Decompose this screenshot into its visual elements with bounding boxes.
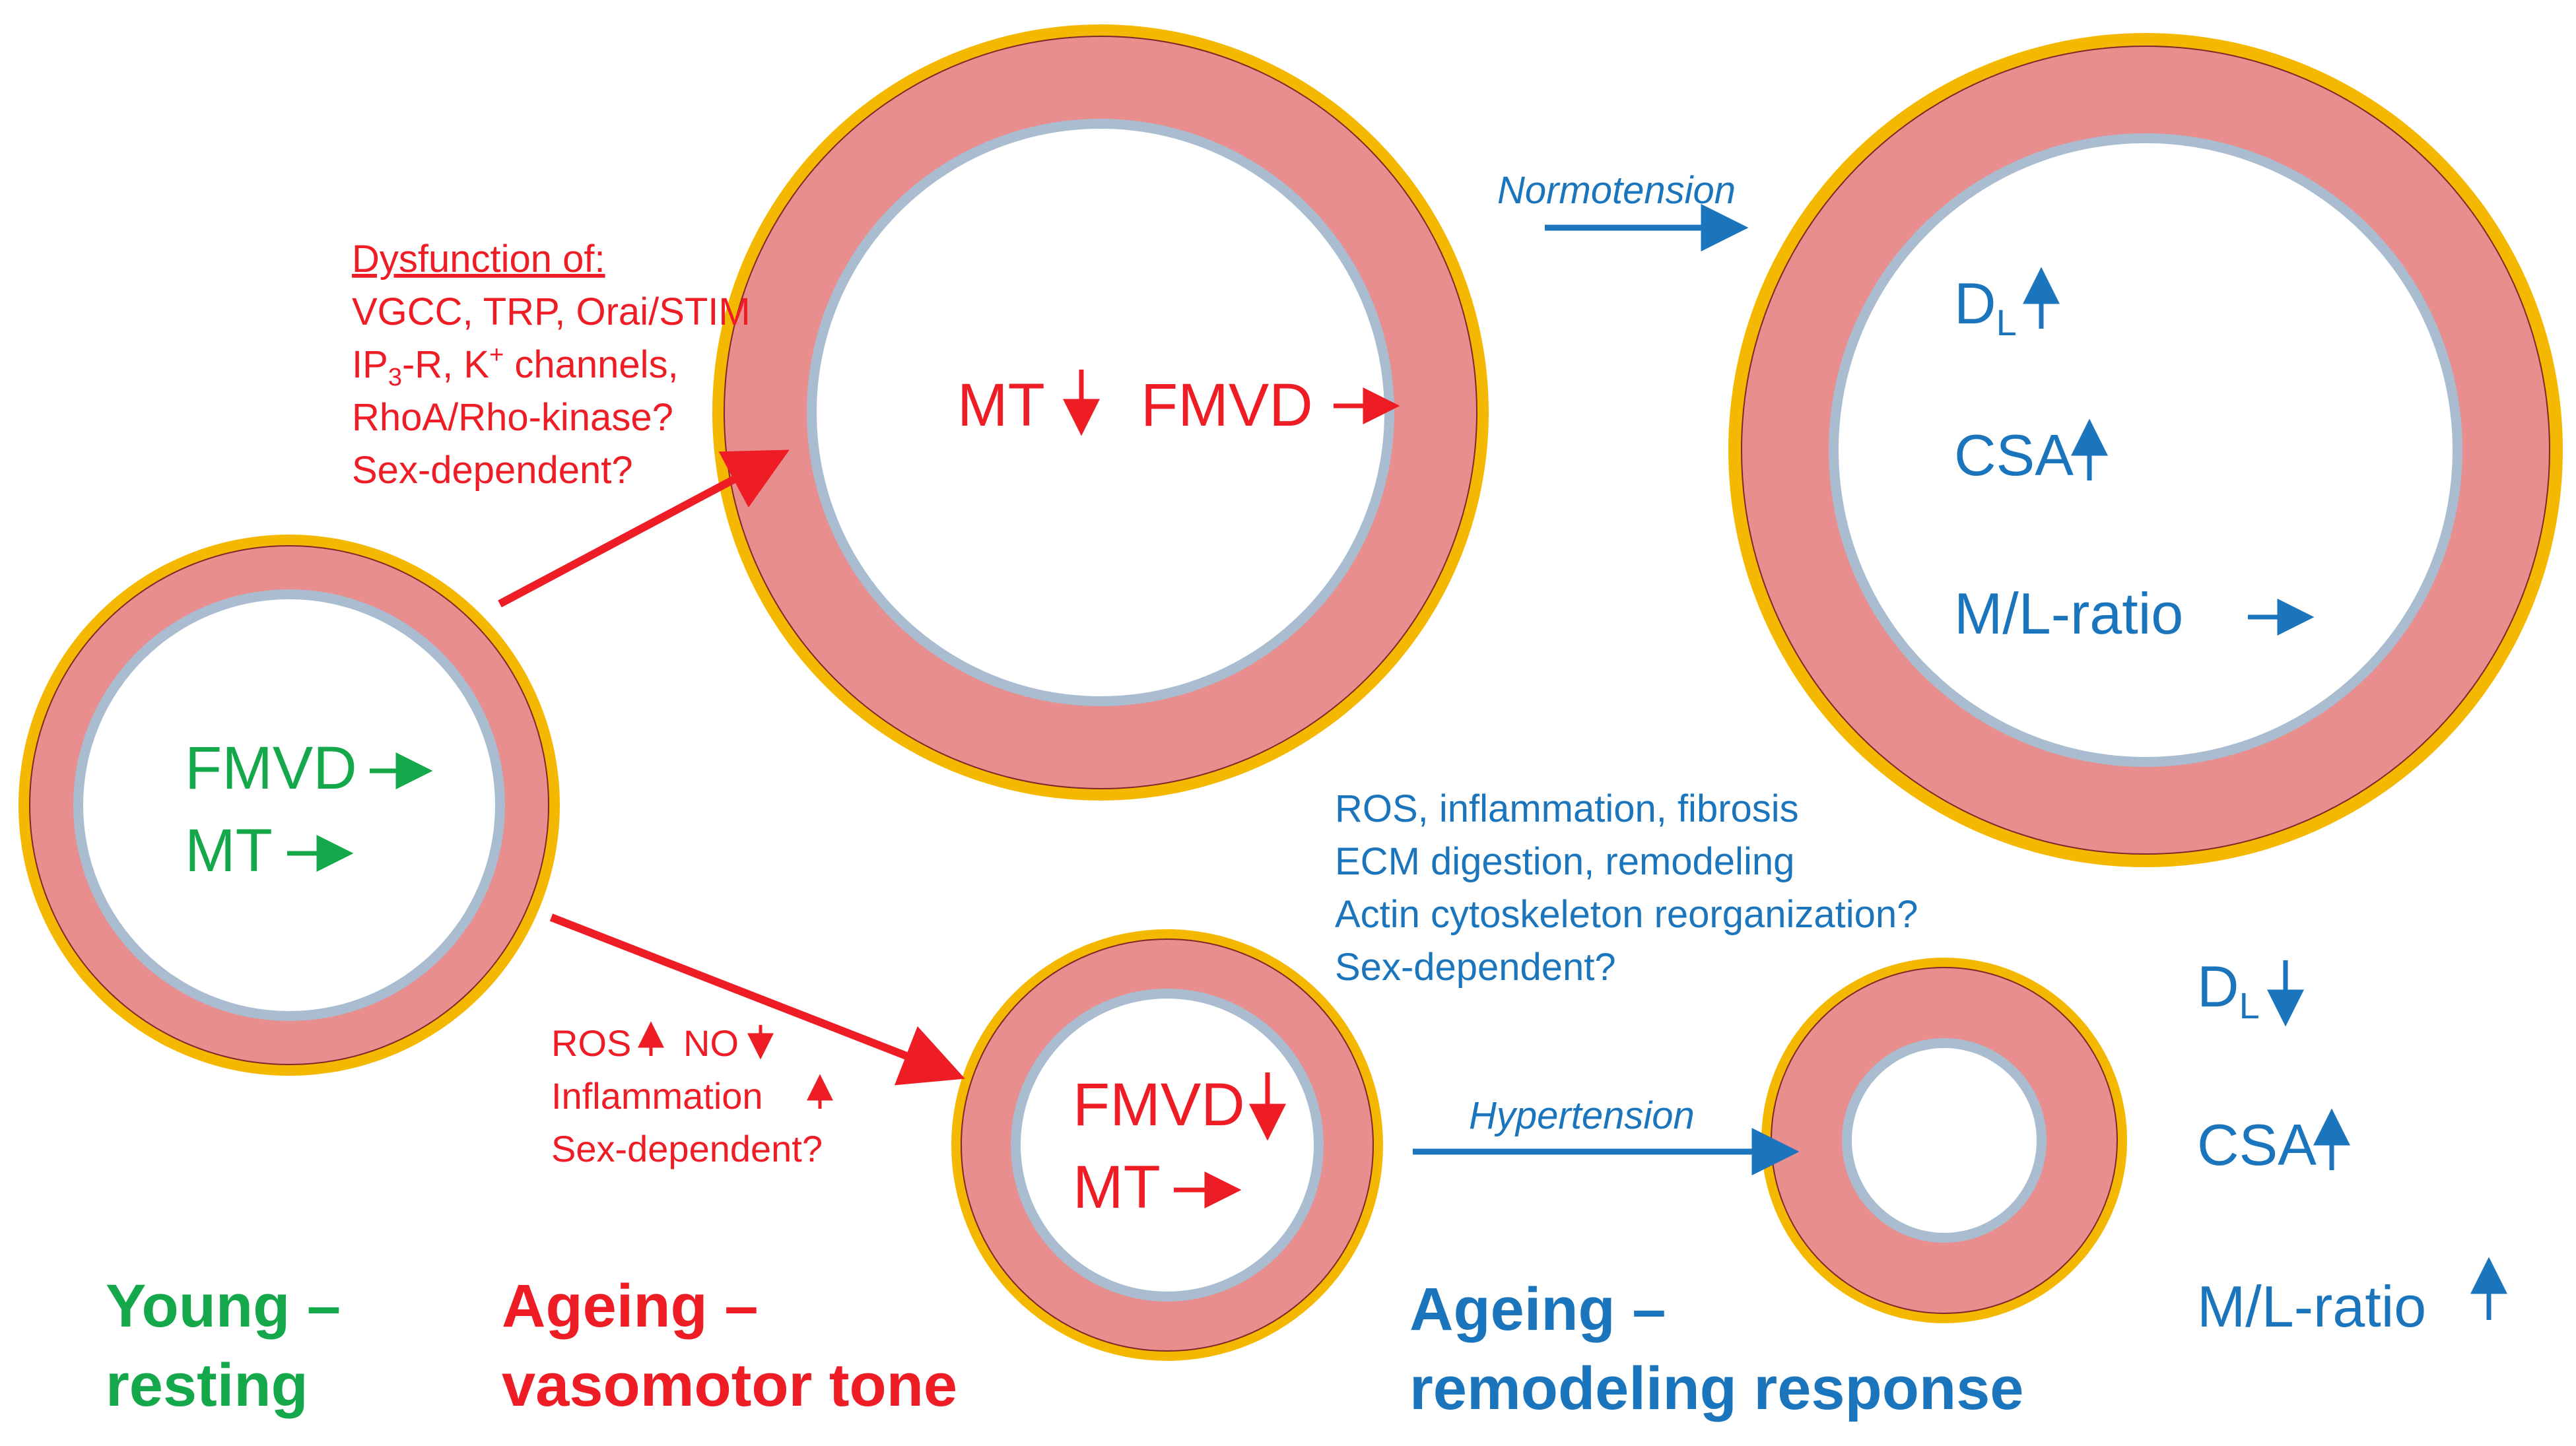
normotension-metrics: DL CSA M/L-ratio — [1954, 267, 2315, 646]
normo-csa-label: CSA — [1954, 422, 2074, 488]
remodeling-title-line1: Ageing – — [1409, 1276, 1666, 1343]
section-title-remodeling: Ageing – remodeling response — [1409, 1276, 2023, 1422]
vessel-ageing-tone-lower — [951, 929, 1383, 1361]
normo-dl-label: DL — [1954, 271, 2017, 343]
upper-factor-line4: Sex-dependent? — [352, 449, 633, 492]
upper-fmvd-label: FMVD — [1141, 372, 1313, 439]
remodeling-factor-2: ECM digestion, remodeling — [1335, 840, 1794, 883]
hyper-dl-label: DL — [2197, 954, 2260, 1026]
remodeling-factor-4: Sex-dependent? — [1335, 946, 1616, 989]
vessel-young — [18, 535, 560, 1076]
remodeling-title-line2: remodeling response — [1409, 1355, 2023, 1422]
lower-factor-list: ROS NO Inflammation Sex-dependent? — [551, 1021, 833, 1169]
vessel-remodeling-hypertension — [1761, 958, 2127, 1323]
upper-factor-line3: RhoA/Rho-kinase? — [352, 396, 673, 439]
upper-factor-line1: VGCC, TRP, Orai/STIM — [352, 290, 751, 333]
normotension-label: Normotension — [1497, 169, 1736, 212]
hypertension-metrics: DL CSA M/L-ratio — [2197, 954, 2507, 1339]
vessel-ageing-tone-upper — [712, 24, 1489, 801]
section-title-ageing-tone: Ageing – vasomotor tone — [502, 1272, 957, 1419]
arrow-young-to-lower — [549, 913, 965, 1086]
hyper-csa-label: CSA — [2197, 1112, 2317, 1177]
young-fmvd-label: FMVD — [185, 735, 357, 802]
lower-factor-sex: Sex-dependent? — [551, 1128, 823, 1169]
hyper-ml-label: M/L-ratio — [2197, 1274, 2426, 1339]
normo-ml-label: M/L-ratio — [1954, 581, 2183, 646]
lower-factor-inflammation: Inflammation — [551, 1075, 763, 1117]
lower-factor-ros: ROS — [551, 1022, 631, 1064]
young-title-line2: resting — [106, 1352, 308, 1419]
hypertension-label: Hypertension — [1469, 1094, 1695, 1137]
remodeling-factor-1: ROS, inflammation, fibrosis — [1335, 787, 1799, 830]
ageing-tone-title-line2: vasomotor tone — [502, 1352, 957, 1419]
remodeling-factor-list: ROS, inflammation, fibrosis ECM digestio… — [1335, 787, 1918, 989]
lower-factor-no: NO — [683, 1022, 739, 1064]
arrow-young-to-upper — [498, 449, 790, 608]
upper-factor-heading: Dysfunction of: — [352, 238, 605, 280]
section-title-young: Young – resting — [106, 1272, 341, 1419]
lower-mt-label: MT — [1073, 1154, 1161, 1221]
young-mt-label: MT — [185, 817, 273, 884]
upper-factor-line2: IP3-R, K+ channels, — [352, 341, 679, 391]
upper-factor-list: Dysfunction of: VGCC, TRP, Orai/STIM IP3… — [352, 238, 751, 492]
remodeling-factor-3: Actin cytoskeleton reorganization? — [1335, 893, 1918, 936]
lower-fmvd-label: FMVD — [1073, 1071, 1245, 1138]
ageing-tone-title-line1: Ageing – — [502, 1272, 758, 1340]
young-title-line1: Young – — [106, 1272, 341, 1340]
vessel-remodeling-normotension — [1728, 33, 2563, 867]
upper-mt-label: MT — [957, 372, 1045, 439]
